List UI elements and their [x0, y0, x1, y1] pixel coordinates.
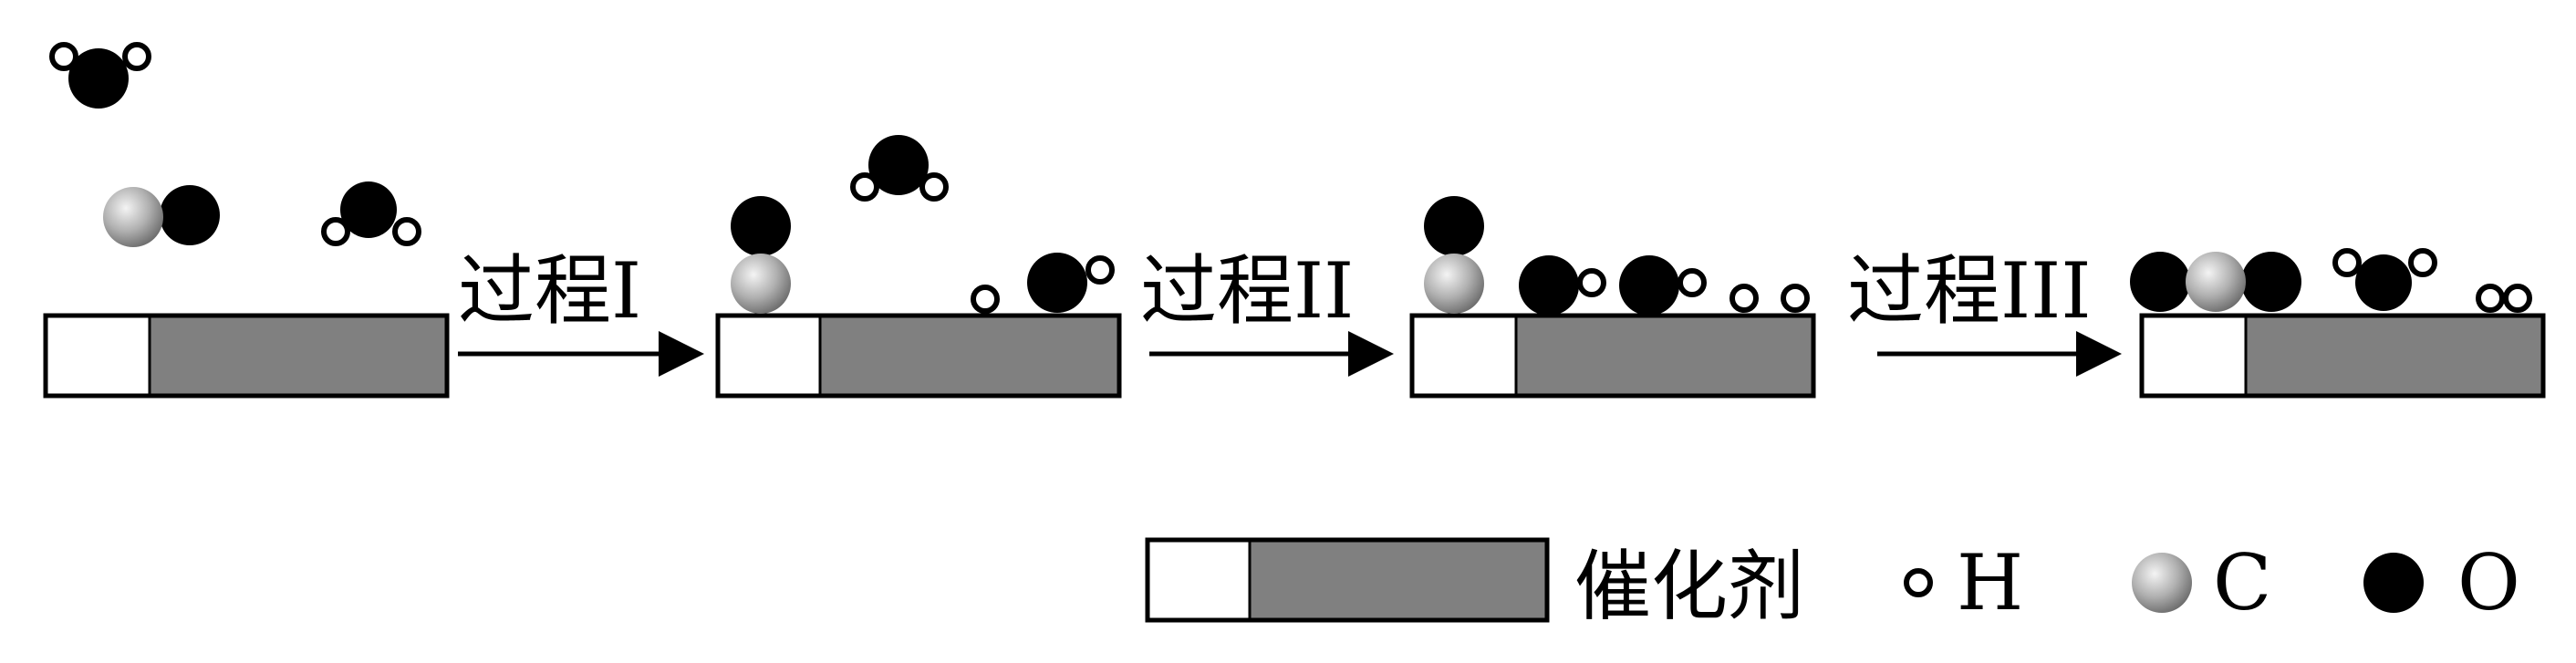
legend-oxygen: O — [2363, 538, 2520, 627]
catalyst-1 — [43, 313, 450, 399]
process-label-3: 过程III — [1847, 246, 2092, 336]
legend-carbon: C — [2132, 538, 2271, 627]
catalyst-2 — [715, 313, 1122, 399]
oh-group-adsorbed — [1519, 255, 1606, 316]
water-molecule — [321, 181, 421, 246]
co-molecule — [103, 185, 220, 247]
stage-1 — [43, 42, 450, 399]
catalyst-3 — [1409, 313, 1816, 399]
oh-group-adsorbed — [1619, 255, 1707, 316]
legend-h-label: H — [1957, 538, 2023, 627]
h2-molecule — [2476, 284, 2532, 313]
legend-c-label: C — [2213, 538, 2271, 627]
water-molecule — [850, 135, 949, 202]
water-molecule — [2332, 248, 2437, 311]
legend-o-label: O — [2457, 538, 2520, 627]
oh-group-adsorbed — [1027, 253, 1115, 313]
process-2-arrow: 过程II — [1140, 246, 1394, 377]
legend: 催化剂 H C O — [1145, 537, 2520, 631]
catalyst-4 — [2139, 313, 2546, 399]
process-1-arrow: 过程I — [458, 246, 704, 377]
h-atom-adsorbed — [1729, 284, 1759, 313]
h-atom-adsorbed — [1781, 284, 1810, 313]
stage-4 — [2130, 248, 2546, 399]
process-3-arrow: 过程III — [1847, 246, 2122, 377]
co2-molecule — [2130, 252, 2301, 312]
stage-2 — [715, 135, 1122, 399]
stage-3 — [1409, 196, 1816, 399]
h-atom-adsorbed — [971, 285, 1000, 314]
legend-catalyst-label: 催化剂 — [1574, 542, 1804, 631]
co-molecule-adsorbed — [731, 196, 791, 314]
process-label-2: 过程II — [1140, 246, 1354, 336]
co-molecule-adsorbed — [1424, 196, 1484, 314]
process-label-1: 过程I — [458, 246, 641, 336]
legend-catalyst: 催化剂 — [1145, 537, 1804, 631]
water-molecule — [49, 42, 151, 109]
legend-hydrogen: H — [1904, 538, 2023, 627]
